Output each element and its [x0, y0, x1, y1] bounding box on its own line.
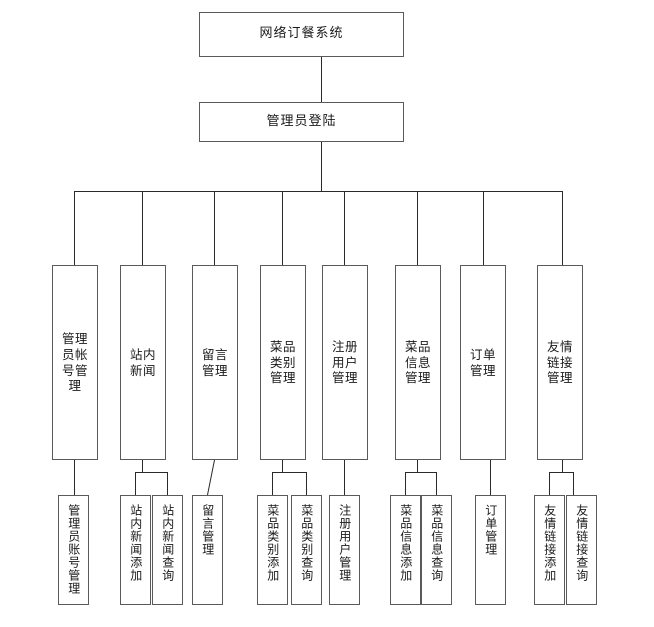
connector-module4-bar [272, 472, 307, 473]
connector-module4-leg-right [306, 472, 307, 495]
node-label: 菜品类别添加 [265, 504, 280, 582]
connector-module4-leg-left [272, 472, 273, 495]
node-module-registered-user[interactable]: 注册用户管理 [322, 265, 368, 460]
connector-bus-drop-3 [214, 191, 215, 265]
connector-login-to-bus [321, 142, 322, 191]
node-label: 菜品信息查询 [429, 504, 444, 582]
node-label: 站内新闻 [129, 346, 156, 378]
connector-module6-stem [417, 460, 418, 472]
node-module-message-board[interactable]: 留言管理 [192, 265, 238, 460]
node-label: 站内新闻添加 [128, 504, 143, 582]
node-label: 注册用户管理 [331, 339, 358, 386]
connector-module5-to-leaf [344, 460, 345, 495]
node-label: 网络订餐系统 [259, 26, 344, 42]
connector-module7-to-leaf [490, 460, 491, 495]
connector-module6-leg-right [436, 472, 437, 495]
node-label: 留言管理 [201, 346, 228, 378]
node-leaf-registered-user-manage[interactable]: 注册用户管理 [329, 495, 360, 605]
connector-module2-bar [135, 472, 168, 473]
node-label: 订单管理 [469, 346, 496, 378]
node-leaf-dish-category-query[interactable]: 菜品类别查询 [291, 495, 322, 605]
node-admin-login[interactable]: 管理员登陆 [199, 102, 404, 142]
node-leaf-site-news-query[interactable]: 站内新闻查询 [152, 495, 183, 605]
node-leaf-message-manage[interactable]: 留言管理 [192, 495, 223, 605]
connector-bus-drop-4 [282, 191, 283, 265]
node-label: 管理员帐号管理 [61, 331, 88, 394]
node-label: 站内新闻查询 [160, 504, 175, 582]
node-leaf-dish-info-query[interactable]: 菜品信息查询 [421, 495, 452, 605]
connector-bus-drop-8 [562, 191, 563, 265]
connector-bus-drop-6 [417, 191, 418, 265]
connector-bus-drop-7 [483, 191, 484, 265]
connector-root-to-login [321, 57, 322, 102]
node-leaf-admin-account-manage[interactable]: 管理员账号管理 [58, 495, 89, 605]
connector-module8-leg-right [573, 472, 574, 495]
connector-module6-bar [405, 472, 437, 473]
node-leaf-friend-link-query[interactable]: 友情链接查询 [566, 495, 597, 605]
node-leaf-friend-link-add[interactable]: 友情链接添加 [534, 495, 565, 605]
connector-module6-leg-left [405, 472, 406, 495]
node-module-dish-info[interactable]: 菜品信息管理 [395, 265, 441, 460]
connector-module8-leg-left [549, 472, 550, 495]
connector-bus-horizontal [74, 191, 563, 192]
connector-module8-bar [549, 472, 574, 473]
connector-module2-leg-left [135, 472, 136, 495]
node-leaf-order-manage[interactable]: 订单管理 [475, 495, 506, 605]
node-module-site-news[interactable]: 站内新闻 [120, 265, 166, 460]
node-label: 友情链接添加 [542, 504, 557, 582]
node-module-admin-account[interactable]: 管理员帐号管理 [52, 265, 98, 460]
node-leaf-dish-category-add[interactable]: 菜品类别添加 [257, 495, 288, 605]
node-label: 注册用户管理 [337, 504, 352, 582]
node-label: 菜品信息添加 [398, 504, 413, 582]
node-leaf-site-news-add[interactable]: 站内新闻添加 [120, 495, 151, 605]
connector-module2-stem [142, 460, 143, 472]
node-label: 管理员登陆 [266, 113, 337, 129]
node-label: 友情链接查询 [574, 504, 589, 582]
connector-module2-leg-right [167, 472, 168, 495]
node-module-dish-category[interactable]: 菜品类别管理 [260, 265, 306, 460]
node-label: 菜品信息管理 [404, 339, 431, 386]
connector-bus-drop-5 [344, 191, 345, 265]
node-label: 留言管理 [200, 504, 215, 556]
node-module-friend-link[interactable]: 友情链接管理 [537, 265, 583, 460]
node-system-root[interactable]: 网络订餐系统 [199, 12, 404, 57]
connector-module1-to-leaf [74, 460, 75, 495]
node-label: 管理员账号管理 [66, 504, 81, 595]
node-leaf-dish-info-add[interactable]: 菜品信息添加 [390, 495, 421, 605]
node-label: 友情链接管理 [546, 339, 573, 386]
connector-module8-stem [562, 460, 563, 472]
node-label: 订单管理 [483, 504, 498, 556]
node-label: 菜品类别查询 [299, 504, 314, 582]
node-label: 菜品类别管理 [269, 339, 296, 386]
connector-bus-drop-2 [142, 191, 143, 265]
node-module-order[interactable]: 订单管理 [460, 265, 506, 460]
connector-module4-stem [282, 460, 283, 472]
connector-bus-drop-1 [74, 191, 75, 265]
